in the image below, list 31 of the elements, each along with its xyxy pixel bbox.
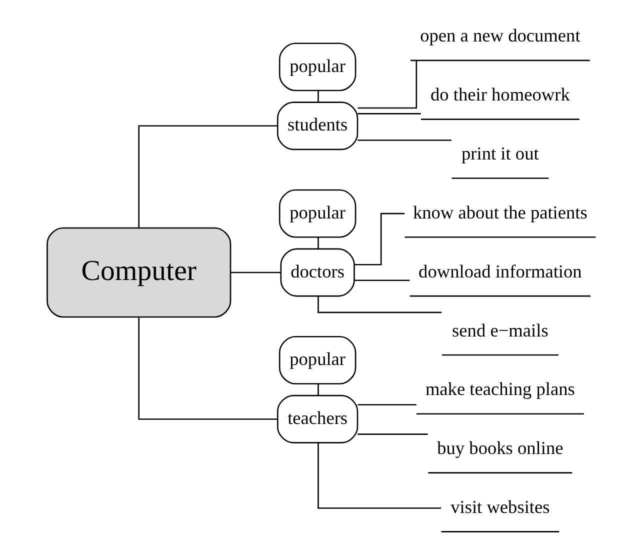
node-text: open a new document xyxy=(420,26,580,46)
node-text: make teaching plans xyxy=(424,379,574,400)
node-text: visit websites xyxy=(450,496,550,517)
connector xyxy=(317,442,441,509)
connector xyxy=(317,384,318,396)
connector xyxy=(317,296,442,314)
connector xyxy=(317,237,318,249)
node-box: Computer xyxy=(46,227,231,318)
connector xyxy=(138,317,277,420)
connector xyxy=(230,272,280,274)
node-box: doctors xyxy=(280,248,354,297)
connector xyxy=(138,125,277,228)
node-text: know about the patients xyxy=(412,202,587,222)
connector xyxy=(354,280,410,281)
connector xyxy=(357,113,420,114)
connector xyxy=(357,60,417,109)
node-box: popular xyxy=(278,42,356,92)
node-text: download information xyxy=(418,261,582,282)
connector xyxy=(317,90,318,102)
connector xyxy=(357,434,428,435)
node-text: do their homeowrk xyxy=(430,84,570,105)
node-box: students xyxy=(276,102,358,150)
node-text: send e−mails xyxy=(452,320,548,340)
node-text: print it out xyxy=(461,144,538,164)
node-box: popular xyxy=(278,336,356,384)
node-text: buy books online xyxy=(436,438,563,458)
connector xyxy=(354,212,404,266)
node-box: teachers xyxy=(276,394,358,444)
connector xyxy=(357,404,416,406)
connector xyxy=(357,140,451,141)
node-box: popular xyxy=(278,189,356,238)
